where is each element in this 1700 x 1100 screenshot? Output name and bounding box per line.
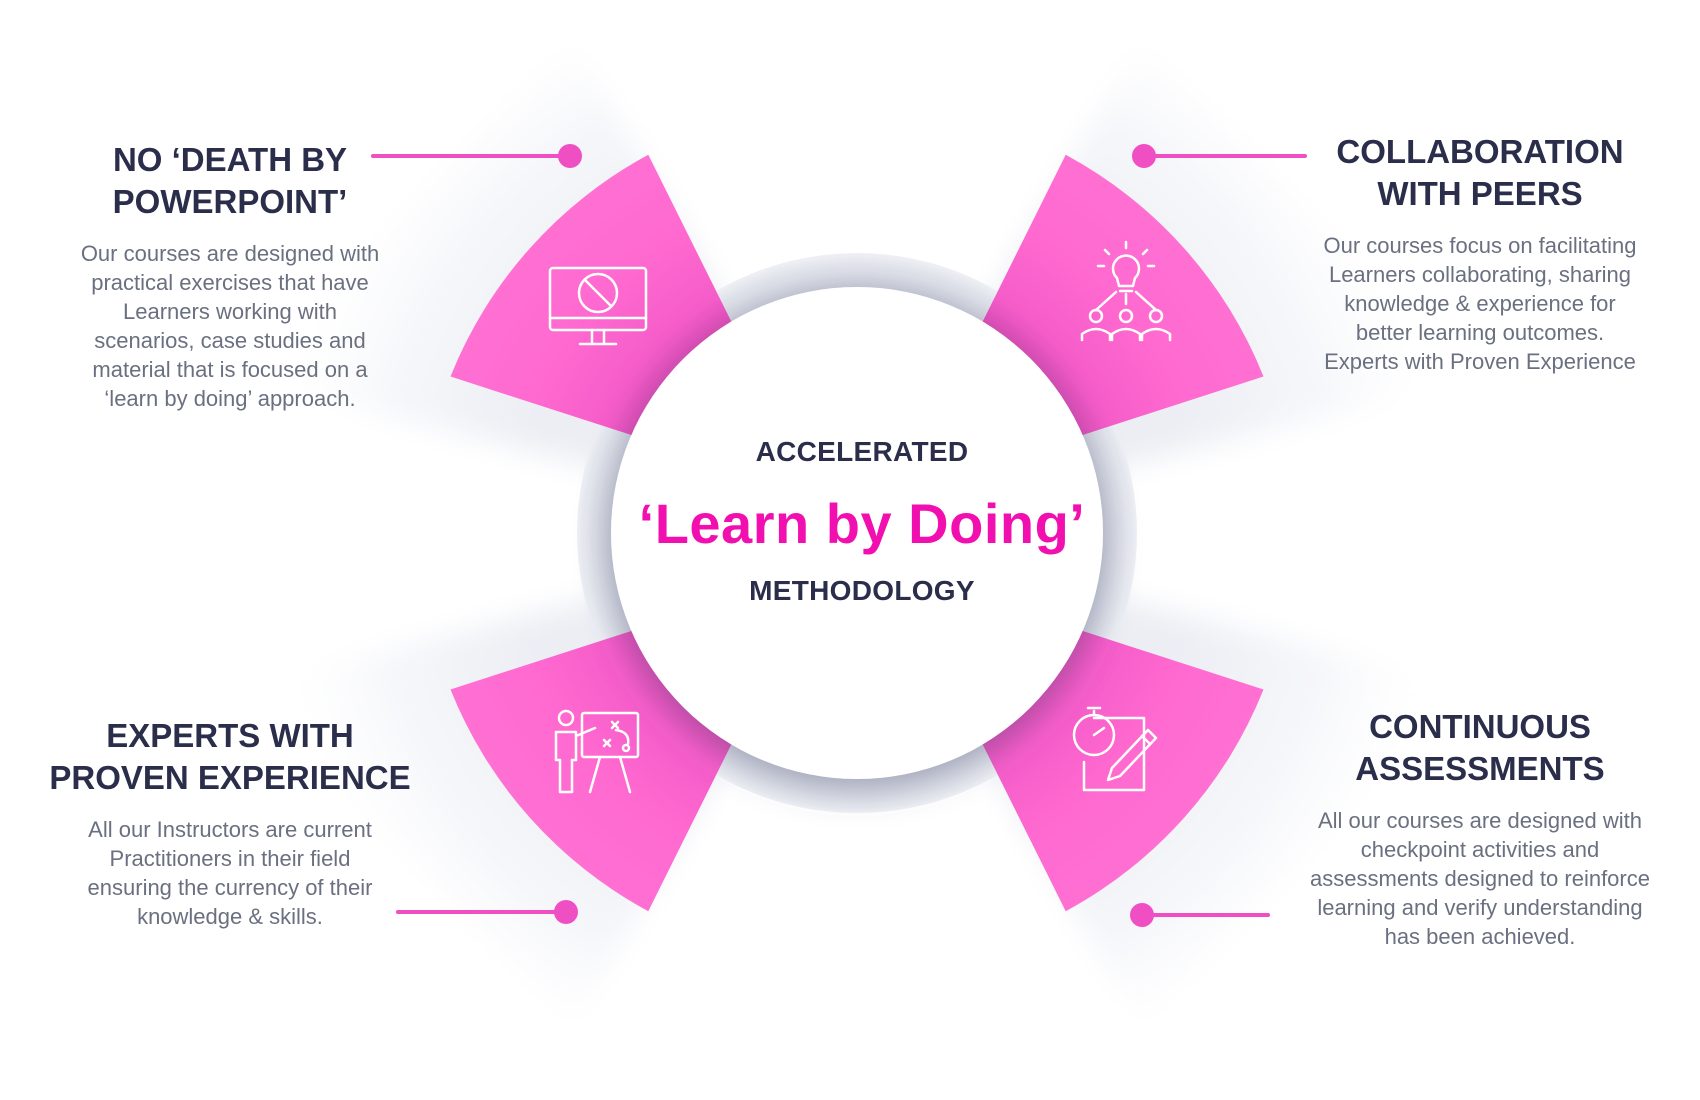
desc-line: All our courses are designed with <box>1317 808 1643 833</box>
connector-dot-bottom-right <box>1130 903 1154 927</box>
desc-line: Learners collaborating, sharing <box>1328 262 1632 287</box>
connectors <box>371 144 1307 927</box>
block-title: NO ‘DEATH BY POWERPOINT’ <box>40 139 420 223</box>
desc-line: Experts with Proven Experience <box>1324 349 1636 374</box>
block-description: Our courses are designed with practical … <box>40 239 420 413</box>
title-line: ASSESSMENTS <box>1355 750 1605 787</box>
desc-line: Our courses are designed with <box>80 241 380 266</box>
desc-line: scenarios, case studies and <box>94 328 366 353</box>
title-line: NO ‘DEATH BY <box>112 141 348 178</box>
desc-line: Our courses focus on facilitating <box>1323 233 1637 258</box>
block-description: All our Instructors are current Practiti… <box>40 815 420 931</box>
desc-line: assessments designed to reinforce <box>1310 866 1650 891</box>
desc-line: better learning outcomes. <box>1355 320 1605 345</box>
title-line: PROVEN EXPERIENCE <box>49 759 411 796</box>
desc-line: knowledge & experience for <box>1344 291 1616 316</box>
lightbulb-team-icon <box>1080 240 1172 342</box>
connector-dot-bottom-left <box>554 900 578 924</box>
monitor-no-icon <box>548 266 648 346</box>
desc-line: knowledge & skills. <box>137 904 323 929</box>
title-line: EXPERTS WITH <box>106 717 354 754</box>
center-circle <box>611 287 1103 779</box>
block-continuous-assessments: CONTINUOUS ASSESSMENTS All our courses a… <box>1270 706 1690 951</box>
desc-line: All our Instructors are current <box>88 817 372 842</box>
title-line: WITH PEERS <box>1377 175 1583 212</box>
center-top-label: ACCELERATED <box>755 436 969 467</box>
block-title: COLLABORATION WITH PEERS <box>1270 131 1690 215</box>
presenter-board-icon <box>554 709 640 794</box>
petal-top-right <box>970 154 1264 445</box>
stopwatch-pencil-icon <box>1072 706 1158 792</box>
desc-line: Practitioners in their field <box>109 846 351 871</box>
title-line: CONTINUOUS <box>1369 708 1591 745</box>
title-line: POWERPOINT’ <box>112 183 348 220</box>
desc-line: checkpoint activities and <box>1360 837 1600 862</box>
desc-line: ensuring the currency of their <box>87 875 373 900</box>
desc-line: has been achieved. <box>1384 924 1576 949</box>
block-description: Our courses focus on facilitating Learne… <box>1270 231 1690 376</box>
desc-line: practical exercises that have <box>91 270 369 295</box>
desc-line: learning and verify understanding <box>1317 895 1643 920</box>
desc-line: Learners working with <box>123 299 337 324</box>
desc-line: material that is focused on a <box>92 357 368 382</box>
center-bottom-label: METHODOLOGY <box>749 575 975 606</box>
desc-line: ‘learn by doing’ approach. <box>104 386 356 411</box>
block-no-death-by-powerpoint: NO ‘DEATH BY POWERPOINT’ Our courses are… <box>40 139 420 413</box>
petal-top-left <box>450 154 744 445</box>
title-line: COLLABORATION <box>1336 133 1624 170</box>
block-title: EXPERTS WITH PROVEN EXPERIENCE <box>40 715 420 799</box>
block-experts-with-proven-experience: EXPERTS WITH PROVEN EXPERIENCE All our I… <box>40 715 420 931</box>
connector-dot-top-left <box>558 144 582 168</box>
petal-bottom-right <box>970 622 1264 912</box>
center-main-label: ‘Learn by Doing’ <box>638 492 1086 555</box>
block-title: CONTINUOUS ASSESSMENTS <box>1270 706 1690 790</box>
block-description: All our courses are designed with checkp… <box>1270 806 1690 951</box>
block-collaboration-with-peers: COLLABORATION WITH PEERS Our courses foc… <box>1270 131 1690 376</box>
connector-dot-top-right <box>1132 144 1156 168</box>
